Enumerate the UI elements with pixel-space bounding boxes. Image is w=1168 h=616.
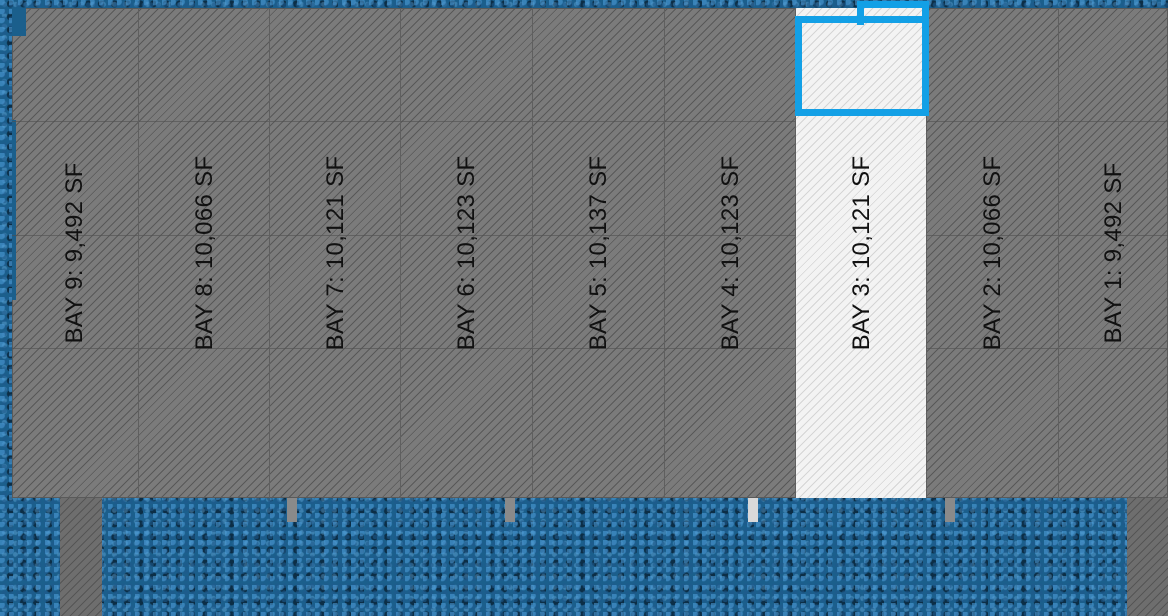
bay-8[interactable]: BAY 8: 10,066 SF [138,8,270,498]
dock-stair [945,498,955,522]
bay-label: BAY 9: 9,492 SF [61,162,88,344]
office-area-outline-tab [857,1,929,25]
bay-3-selected[interactable]: BAY 3: 10,121 SF [795,8,927,498]
column-grid-line [12,348,1168,349]
bay-label: BAY 8: 10,066 SF [190,155,218,351]
bay-label: BAY 5: 10,137 SF [585,155,612,351]
dock-stair [287,498,297,522]
loading-ramp-left [60,498,102,616]
bay-1[interactable]: BAY 1: 9,492 SF [1058,8,1168,498]
column-grid-line [12,121,1168,122]
bay-label: BAY 2: 10,066 SF [979,155,1006,351]
bay-2[interactable]: BAY 2: 10,066 SF [926,8,1059,498]
office-area-outline [795,16,929,116]
bay-label: BAY 4: 10,123 SF [716,155,744,351]
bay-label: BAY 3: 10,121 SF [847,155,875,351]
column-grid-line [12,235,1168,236]
bay-label: BAY 7: 10,121 SF [321,155,349,351]
dock-stair [505,498,515,522]
bay-label: BAY 1: 9,492 SF [1100,162,1127,344]
bay-7[interactable]: BAY 7: 10,121 SF [269,8,401,498]
loading-ramp-right [1127,498,1168,616]
corner-notch-top-left [12,8,26,36]
bay-9[interactable]: BAY 9: 9,492 SF [12,8,138,498]
edge-notch-left [12,120,16,300]
dock-stair [748,498,758,522]
bay-4[interactable]: BAY 4: 10,123 SF [664,8,796,498]
floor-plan: BAY 9: 9,492 SF BAY 8: 10,066 SF BAY 7: … [12,1,1168,498]
bay-6[interactable]: BAY 6: 10,123 SF [400,8,533,498]
bay-5[interactable]: BAY 5: 10,137 SF [532,8,665,498]
bay-label: BAY 6: 10,123 SF [453,155,480,351]
